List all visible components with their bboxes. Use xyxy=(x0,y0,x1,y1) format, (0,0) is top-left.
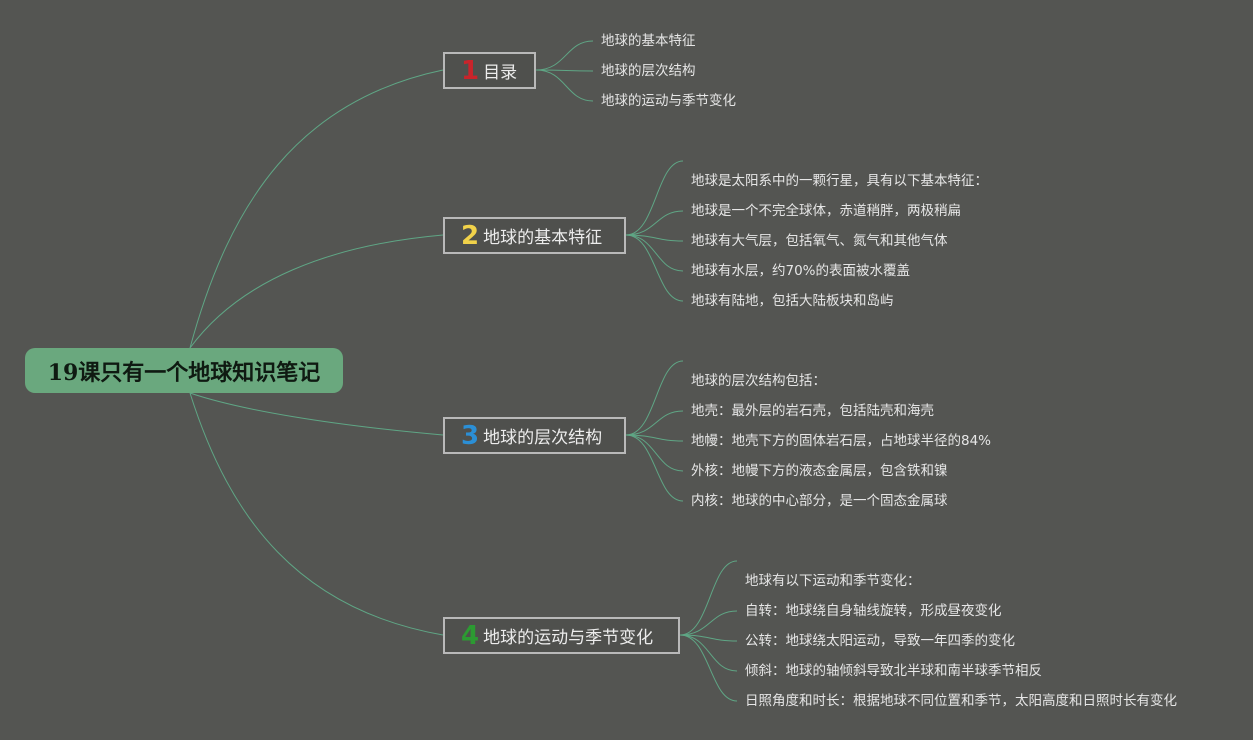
root-node[interactable]: 19课只有一个地球知识笔记 xyxy=(25,348,343,393)
leaf-item[interactable]: 地球有陆地，包括大陆板块和岛屿 xyxy=(691,293,894,309)
leaf-link xyxy=(625,160,684,236)
leaf-link xyxy=(625,234,684,272)
leaf-link xyxy=(625,210,684,236)
leaf-item[interactable]: 地壳：最外层的岩石壳，包括陆壳和海壳 xyxy=(691,403,934,419)
leaf-item[interactable]: 日照角度和时长：根据地球不同位置和季节，太阳高度和日照时长有变化 xyxy=(745,693,1177,709)
leaf-link xyxy=(535,69,594,102)
leaf-item[interactable]: 倾斜：地球的轴倾斜导致北半球和南半球季节相反 xyxy=(745,663,1042,679)
topic-label: 地球的基本特征 xyxy=(483,228,603,248)
leaf-link xyxy=(679,634,738,672)
leaf-link xyxy=(535,69,594,72)
leaf-link xyxy=(625,434,684,502)
leaf-link xyxy=(679,560,738,636)
topic-number: 4 xyxy=(461,620,480,651)
topic-label: 目录 xyxy=(483,63,518,83)
leaf-item[interactable]: 公转：地球绕太阳运动，导致一年四季的变化 xyxy=(745,633,1015,649)
topic-label: 地球的层次结构 xyxy=(483,428,603,448)
leaf-link xyxy=(535,40,594,71)
leaf-item[interactable]: 自转：地球绕自身轴线旋转，形成昼夜变化 xyxy=(745,603,1002,619)
leaf-item[interactable]: 地幔：地壳下方的固体岩石层，占地球半径的84% xyxy=(691,433,992,449)
root-link xyxy=(189,392,444,436)
root-link xyxy=(189,234,444,349)
leaf-link xyxy=(625,434,684,472)
leaf-item[interactable]: 地球有水层，约70%的表面被水覆盖 xyxy=(691,263,911,279)
leaf-item[interactable]: 地球的层次结构包括： xyxy=(691,373,826,389)
topic-node-motion-seasons[interactable]: 4 地球的运动与季节变化 xyxy=(443,617,680,654)
leaf-item[interactable]: 地球是一个不完全球体，赤道稍胖，两极稍扁 xyxy=(691,203,961,219)
topic-label: 地球的运动与季节变化 xyxy=(483,628,654,648)
topic-number: 2 xyxy=(461,220,480,251)
root-title: 19课只有一个地球知识笔记 xyxy=(47,359,321,386)
leaf-item[interactable]: 地球的基本特征 xyxy=(601,33,696,49)
topic-node-layers[interactable]: 3 地球的层次结构 xyxy=(443,417,626,454)
leaf-item[interactable]: 地球有以下运动和季节变化： xyxy=(745,573,921,589)
leaf-item[interactable]: 外核：地幔下方的液态金属层，包含铁和镍 xyxy=(691,463,948,479)
topic-number: 3 xyxy=(461,420,480,451)
topic-node-basic-features[interactable]: 2 地球的基本特征 xyxy=(443,217,626,254)
root-link xyxy=(189,69,444,349)
root-link xyxy=(189,392,444,636)
leaf-link xyxy=(679,610,738,636)
leaf-link xyxy=(679,634,738,702)
topic-number: 1 xyxy=(461,55,480,86)
leaf-link xyxy=(625,410,684,436)
leaf-item[interactable]: 内核：地球的中心部分，是一个固态金属球 xyxy=(691,493,948,509)
leaf-item[interactable]: 地球有大气层，包括氧气、氮气和其他气体 xyxy=(691,233,948,249)
leaf-link xyxy=(625,234,684,302)
leaf-link xyxy=(625,360,684,436)
leaf-item[interactable]: 地球的层次结构 xyxy=(601,63,696,79)
leaf-item[interactable]: 地球是太阳系中的一颗行星，具有以下基本特征： xyxy=(691,173,988,189)
leaf-item[interactable]: 地球的运动与季节变化 xyxy=(601,93,736,109)
topic-node-contents[interactable]: 1 目录 xyxy=(443,52,536,89)
